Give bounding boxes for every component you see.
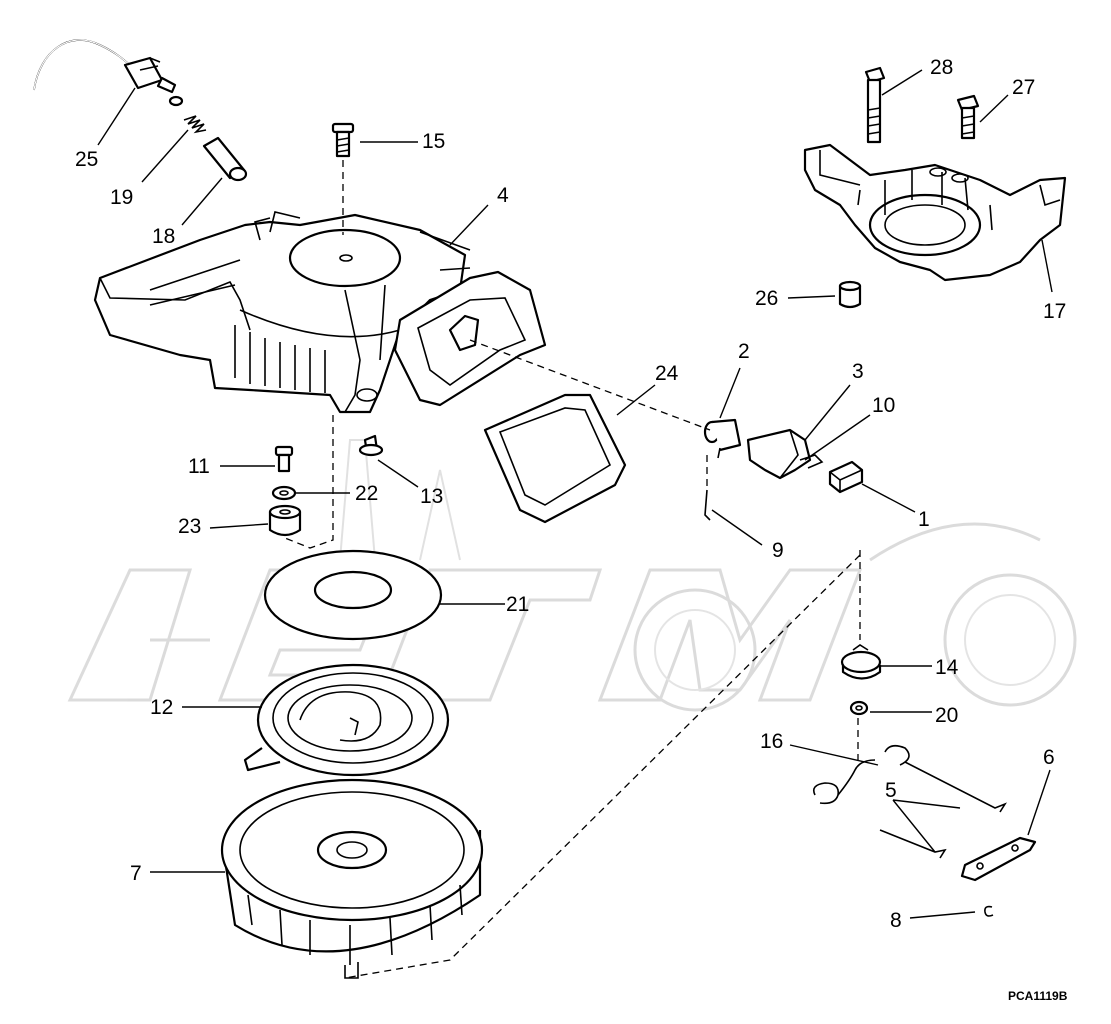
callout-14: 14 — [935, 656, 959, 679]
part-25-cable-connector — [33, 39, 184, 107]
leader-lines — [97, 69, 1053, 919]
part-1-block — [828, 460, 864, 494]
part-7-pulley — [220, 778, 484, 979]
callout-17: 17 — [1043, 300, 1066, 323]
callout-7: 7 — [130, 862, 142, 885]
part-27-bolt — [956, 94, 980, 140]
callout-27: 27 — [1012, 76, 1035, 99]
callout-6: 6 — [1043, 746, 1055, 769]
part-9-pin — [704, 489, 711, 521]
callout-25: 25 — [75, 148, 98, 171]
callout-labels: 25 19 18 15 4 28 27 17 26 2 3 10 24 11 2… — [75, 56, 1066, 932]
callout-5: 5 — [885, 779, 897, 802]
part-16-spring — [812, 744, 910, 805]
callout-9: 9 — [772, 539, 784, 562]
callout-15: 15 — [422, 130, 445, 153]
callout-19: 19 — [110, 186, 133, 209]
part-19-spring — [183, 115, 207, 134]
callout-12: 12 — [150, 696, 173, 719]
diagram-code: PCA1119B — [1008, 989, 1068, 1003]
part-22-washer — [271, 485, 297, 501]
part-14-pawl-retainer — [840, 644, 882, 680]
callout-13: 13 — [420, 485, 443, 508]
callout-26: 26 — [755, 287, 778, 310]
part-17-bracket — [803, 143, 1067, 282]
part-28-long-bolt — [864, 66, 886, 144]
part-20-nut — [849, 700, 869, 716]
part-15-bolt — [331, 122, 355, 158]
callout-28: 28 — [930, 56, 953, 79]
callout-24: 24 — [655, 362, 679, 385]
assembly-lines — [284, 160, 861, 979]
callout-22: 22 — [355, 482, 378, 505]
part-3-cam — [746, 428, 812, 480]
part-21-plate — [263, 549, 443, 641]
callout-10: 10 — [872, 394, 895, 417]
part-18-plunger — [202, 136, 248, 182]
part-6-pawl — [960, 836, 1037, 882]
callout-8: 8 — [890, 909, 902, 932]
callout-11: 11 — [188, 455, 210, 478]
callout-3: 3 — [852, 360, 864, 383]
part-11-screw — [274, 445, 294, 473]
callout-16: 16 — [760, 730, 783, 753]
part-13-screw — [358, 434, 384, 457]
callout-23: 23 — [178, 515, 201, 538]
callout-21: 21 — [506, 593, 529, 616]
part-24-handle-insert — [483, 393, 627, 524]
part-23-bushing — [268, 504, 302, 537]
callout-2: 2 — [738, 340, 750, 363]
part-2-lever — [703, 418, 742, 459]
part-4-handle-shell — [393, 270, 547, 407]
callout-1: 1 — [918, 508, 930, 531]
callout-20: 20 — [935, 704, 958, 727]
part-5-links — [879, 761, 1007, 859]
part-12-recoil-spring — [243, 663, 450, 777]
part-26-sleeve — [838, 280, 862, 309]
callout-4: 4 — [497, 184, 509, 207]
part-8-clip — [984, 905, 994, 917]
callout-18: 18 — [152, 225, 175, 248]
